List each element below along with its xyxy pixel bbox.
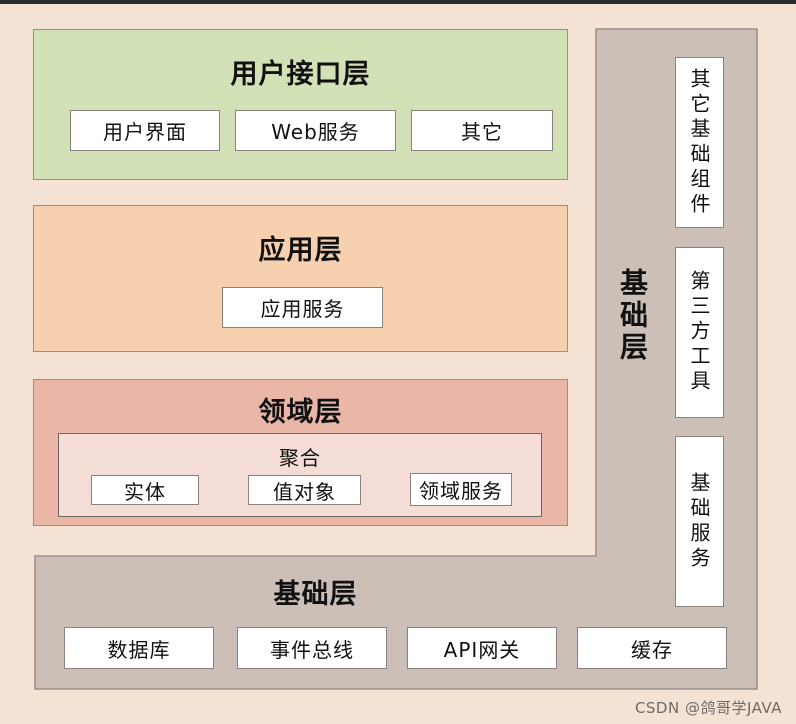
- application-service-box: 应用服务: [222, 287, 383, 328]
- database-box: 数据库: [64, 627, 214, 669]
- infrastructure-layer-side-title: 基础层: [616, 268, 649, 364]
- top-border: [0, 0, 796, 4]
- infrastructure-service-box: 基础服务: [675, 436, 724, 607]
- user-interface-layer: 用户接口层: [33, 29, 568, 180]
- other-infrastructure-components-label: 其它基础组件: [687, 67, 711, 218]
- value-object-box: 值对象: [248, 475, 361, 505]
- infrastructure-service-label: 基础服务: [687, 471, 711, 572]
- infrastructure-layer-side-title-wrap: 基础层: [612, 268, 652, 378]
- third-party-tools-box: 第三方工具: [675, 247, 724, 418]
- api-gateway-box: API网关: [407, 627, 557, 669]
- aggregate-label: 聚合: [279, 446, 321, 470]
- third-party-tools-label: 第三方工具: [687, 270, 711, 395]
- web-service-box: Web服务: [235, 110, 396, 151]
- domain-layer-title: 领域层: [258, 397, 343, 428]
- domain-service-box: 领域服务: [410, 473, 512, 506]
- other-box: 其它: [411, 110, 553, 151]
- infrastructure-layer-title: 基础层: [273, 579, 358, 610]
- event-bus-box: 事件总线: [237, 627, 387, 669]
- user-interface-box: 用户界面: [70, 110, 220, 151]
- entity-box: 实体: [91, 475, 199, 505]
- other-infrastructure-components-box: 其它基础组件: [675, 57, 724, 228]
- watermark: CSDN @鸽哥学JAVA: [634, 699, 782, 717]
- application-layer-title: 应用层: [258, 235, 343, 266]
- application-layer: 应用层: [33, 205, 568, 352]
- user-interface-layer-title: 用户接口层: [230, 59, 371, 90]
- cache-box: 缓存: [577, 627, 727, 669]
